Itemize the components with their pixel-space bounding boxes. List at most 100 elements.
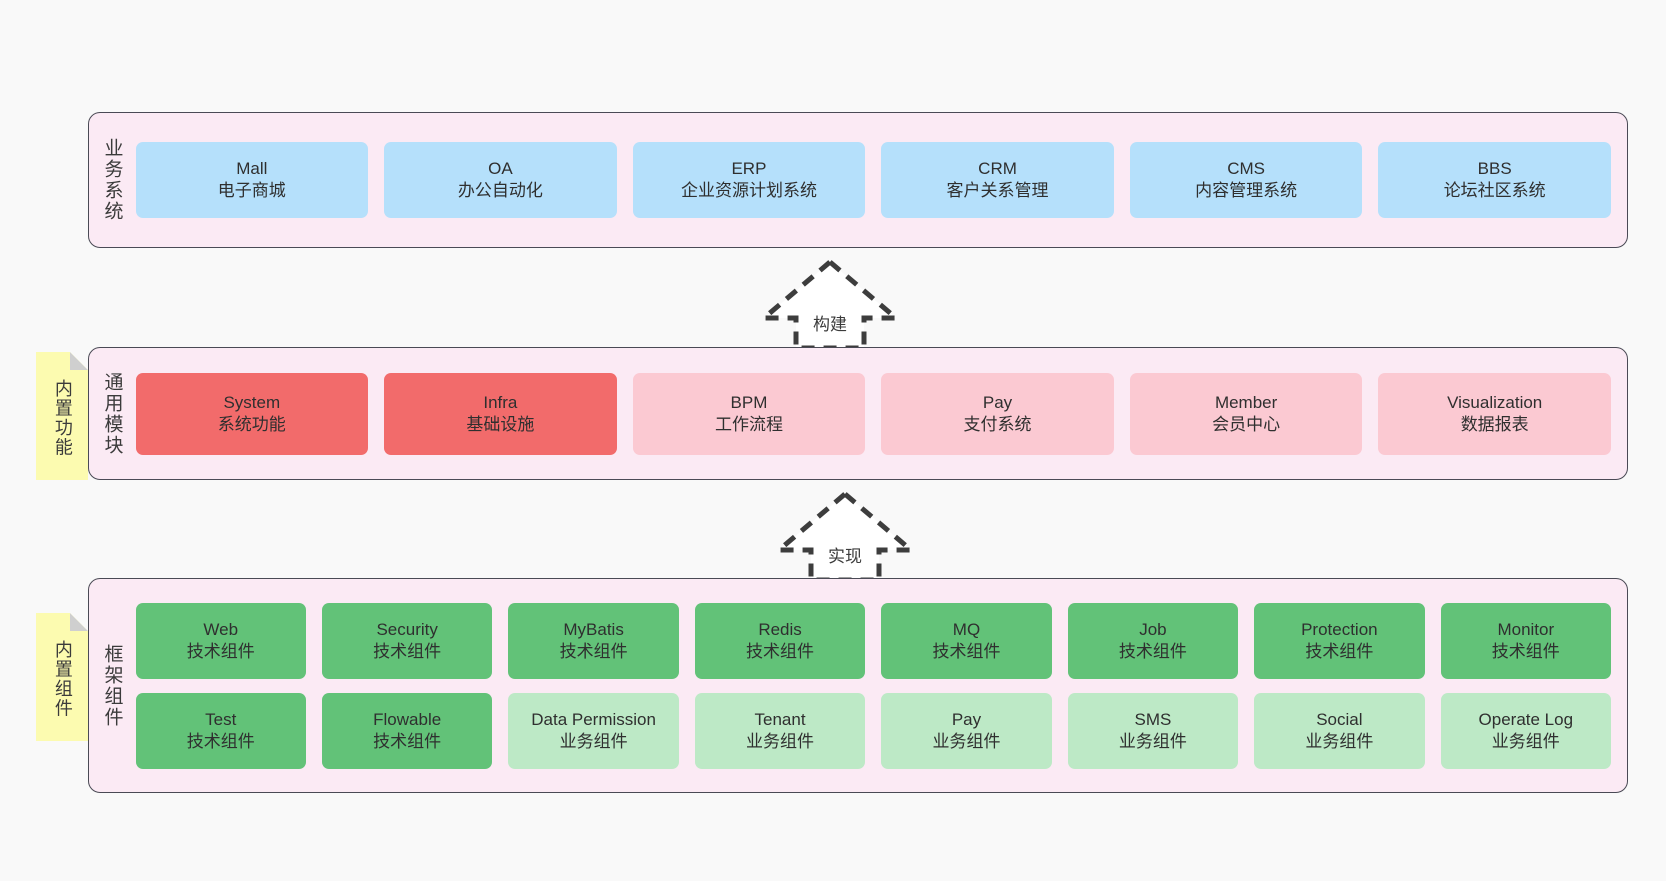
- note-builtin-component: 内置组件: [36, 613, 88, 741]
- node-title-en: Data Permission: [531, 709, 656, 729]
- node-title-cn: 业务组件: [746, 731, 815, 751]
- node-title-en: ERP: [731, 159, 767, 179]
- node-mybatis[interactable]: MyBatis 技术组件: [508, 602, 679, 679]
- node-job[interactable]: Job 技术组件: [1067, 602, 1239, 679]
- node-title-cn: 技术组件: [373, 641, 442, 661]
- node-title-cn: 系统功能: [217, 414, 286, 434]
- node-title-en: SMS: [1134, 709, 1172, 729]
- node-title-en: MQ: [952, 619, 981, 639]
- node-tenant[interactable]: Tenant 业务组件: [694, 692, 866, 769]
- node-title-cn: 业务组件: [1491, 731, 1560, 751]
- node-cms[interactable]: CMS 内容管理系统: [1129, 142, 1363, 218]
- layer-label-business-system: 业务系统: [101, 138, 123, 222]
- node-protection[interactable]: Protection 技术组件: [1254, 602, 1425, 679]
- arrow-build: 构建: [760, 258, 900, 350]
- node-title-cn: 技术组件: [186, 641, 255, 661]
- node-title-cn: 业务组件: [932, 731, 1001, 751]
- node-row: System 系统功能 Infra 基础设施 BPM 工作流程 Pay 支付系统…: [135, 372, 1611, 455]
- node-title-cn: 技术组件: [746, 641, 815, 661]
- node-title-cn: 业务组件: [559, 731, 628, 751]
- node-oa[interactable]: OA 办公自动化: [384, 142, 617, 218]
- node-bbs[interactable]: BBS 论坛社区系统: [1378, 142, 1611, 218]
- node-mq[interactable]: MQ 技术组件: [881, 602, 1052, 679]
- node-title-en: Visualization: [1447, 392, 1543, 412]
- arrow-build-label: 构建: [813, 315, 847, 334]
- node-title-en: Security: [376, 619, 438, 639]
- node-operate-log[interactable]: Operate Log 业务组件: [1440, 692, 1612, 769]
- node-title-cn: 会员中心: [1212, 414, 1281, 434]
- node-bpm[interactable]: BPM 工作流程: [632, 372, 866, 455]
- layer-body-framework-component: Web 技术组件 Security 技术组件 MyBatis 技术组件 Redi…: [132, 579, 1627, 792]
- node-security[interactable]: Security 技术组件: [321, 602, 493, 679]
- node-visualization[interactable]: Visualization 数据报表: [1378, 372, 1611, 455]
- node-system[interactable]: System 系统功能: [135, 372, 369, 455]
- node-title-en: Social: [1316, 709, 1363, 729]
- node-test[interactable]: Test 技术组件: [135, 692, 306, 769]
- node-redis[interactable]: Redis 技术组件: [694, 602, 866, 679]
- note-label: 内置组件: [52, 640, 73, 718]
- layer-label-framework-component: 框架组件: [101, 643, 123, 728]
- arrow-implement-label: 实现: [828, 547, 862, 566]
- node-title-en: System: [223, 392, 281, 412]
- node-title-en: CRM: [978, 159, 1017, 179]
- node-title-cn: 办公自动化: [457, 181, 543, 200]
- node-social[interactable]: Social 业务组件: [1254, 692, 1425, 769]
- node-title-cn: 业务组件: [1118, 731, 1187, 751]
- node-title-en: Test: [205, 709, 237, 729]
- node-row: Web 技术组件 Security 技术组件 MyBatis 技术组件 Redi…: [135, 602, 1612, 679]
- node-pay-component[interactable]: Pay 业务组件: [881, 692, 1052, 769]
- node-member[interactable]: Member 会员中心: [1129, 372, 1363, 455]
- node-title-en: Monitor: [1497, 619, 1555, 639]
- node-erp[interactable]: ERP 企业资源计划系统: [632, 142, 866, 218]
- note-fold-icon: [70, 613, 88, 631]
- note-builtin-function: 内置功能: [36, 352, 88, 480]
- node-mall[interactable]: Mall 电子商城: [135, 142, 369, 218]
- node-title-cn: 客户关系管理: [946, 181, 1049, 200]
- layer-body-business-system: Mall 电子商城 OA 办公自动化 ERP 企业资源计划系统 CRM 客户关系…: [132, 113, 1627, 247]
- layer-business-system: 业务系统 Mall 电子商城 OA 办公自动化 ERP 企业资源计划系统 CRM…: [88, 112, 1628, 248]
- node-title-cn: 技术组件: [1305, 641, 1374, 661]
- node-title-en: BBS: [1477, 159, 1512, 179]
- node-flowable[interactable]: Flowable 技术组件: [321, 692, 493, 769]
- node-data-permission[interactable]: Data Permission 业务组件: [508, 692, 679, 769]
- node-title-cn: 技术组件: [186, 731, 255, 751]
- node-title-en: Job: [1139, 619, 1167, 639]
- node-infra[interactable]: Infra 基础设施: [384, 372, 617, 455]
- arrow-implement: 实现: [775, 490, 915, 582]
- node-monitor[interactable]: Monitor 技术组件: [1440, 602, 1612, 679]
- node-title-en: Pay: [982, 392, 1013, 412]
- node-title-cn: 企业资源计划系统: [680, 181, 817, 200]
- node-title-en: Infra: [483, 392, 518, 412]
- layer-label-common-module: 通用模块: [101, 371, 123, 456]
- node-sms[interactable]: SMS 业务组件: [1067, 692, 1239, 769]
- node-title-en: BPM: [730, 392, 768, 412]
- node-title-en: MyBatis: [563, 619, 624, 639]
- node-pay-module[interactable]: Pay 支付系统: [881, 372, 1114, 455]
- note-fold-icon: [70, 352, 88, 370]
- layer-common-module: 通用模块 System 系统功能 Infra 基础设施 BPM 工作流程 Pay…: [88, 347, 1628, 480]
- node-title-en: Member: [1214, 392, 1278, 412]
- node-title-en: Mall: [236, 159, 268, 179]
- node-title-cn: 内容管理系统: [1195, 181, 1298, 200]
- node-title-en: Pay: [951, 709, 982, 729]
- node-title-cn: 技术组件: [1491, 641, 1560, 661]
- node-title-en: CMS: [1227, 159, 1265, 179]
- layer-framework-component: 框架组件 Web 技术组件 Security 技术组件 MyBatis 技术组件…: [88, 578, 1628, 793]
- layer-body-common-module: System 系统功能 Infra 基础设施 BPM 工作流程 Pay 支付系统…: [132, 348, 1627, 479]
- node-title-cn: 技术组件: [932, 641, 1001, 661]
- node-title-cn: 技术组件: [1118, 641, 1187, 661]
- node-title-cn: 数据报表: [1460, 414, 1529, 434]
- node-title-en: OA: [488, 159, 513, 179]
- node-row: Test 技术组件 Flowable 技术组件 Data Permission …: [135, 692, 1612, 769]
- node-title-cn: 技术组件: [559, 641, 628, 661]
- node-title-en: Tenant: [754, 709, 806, 729]
- node-web[interactable]: Web 技术组件: [135, 602, 306, 679]
- node-title-en: Operate Log: [1478, 709, 1574, 729]
- node-title-cn: 支付系统: [963, 414, 1032, 434]
- note-label: 内置功能: [52, 379, 73, 457]
- node-title-en: Flowable: [373, 709, 442, 729]
- node-crm[interactable]: CRM 客户关系管理: [881, 142, 1114, 218]
- node-row: Mall 电子商城 OA 办公自动化 ERP 企业资源计划系统 CRM 客户关系…: [135, 142, 1611, 218]
- node-title-cn: 论坛社区系统: [1443, 181, 1546, 200]
